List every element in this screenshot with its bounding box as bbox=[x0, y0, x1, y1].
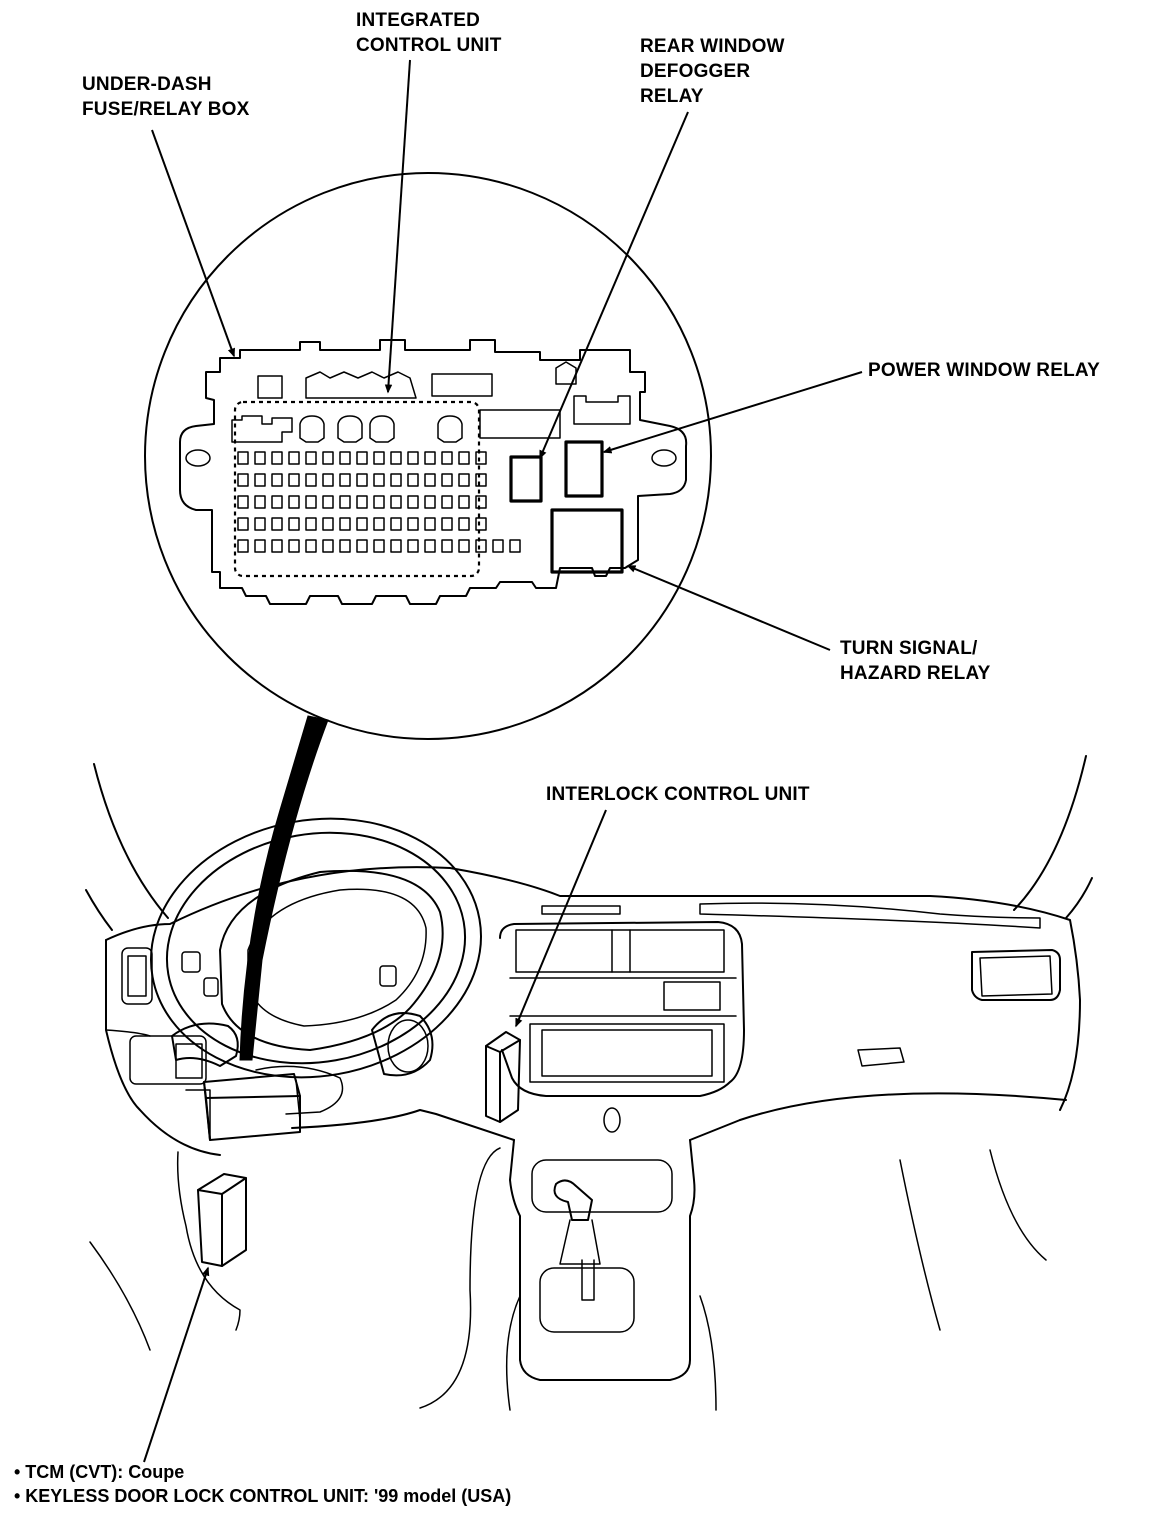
note-tcm: • TCM (CVT): Coupe bbox=[14, 1462, 185, 1482]
fuse-cell bbox=[424, 495, 436, 509]
fuse-cell bbox=[373, 495, 385, 509]
fuse-cell bbox=[237, 473, 249, 487]
fuse-cell bbox=[407, 451, 419, 465]
fuse-cell bbox=[237, 539, 249, 553]
fuse-cell bbox=[407, 539, 419, 553]
fuse-cell bbox=[254, 473, 266, 487]
fuse-cell bbox=[509, 539, 521, 553]
fuse-cell bbox=[305, 451, 317, 465]
fuse-cell bbox=[458, 517, 470, 531]
fuse-cell bbox=[237, 517, 249, 531]
fuse-box-housing bbox=[203, 1073, 301, 1141]
fuse-cell bbox=[254, 495, 266, 509]
fuse-cell bbox=[458, 495, 470, 509]
fuse-cell bbox=[339, 451, 351, 465]
fuse-cell bbox=[475, 539, 487, 553]
fuse-cell bbox=[237, 451, 249, 465]
rear-defogger-relay-shape bbox=[509, 455, 543, 503]
fuse-relay-box bbox=[179, 339, 688, 605]
fuse-cell bbox=[390, 495, 402, 509]
fuse-cell bbox=[271, 495, 283, 509]
fuse-cell bbox=[339, 517, 351, 531]
fuse-cell bbox=[373, 451, 385, 465]
tcm-keyless-box bbox=[197, 1173, 247, 1267]
fuse-cell bbox=[390, 473, 402, 487]
fuse-cell bbox=[424, 517, 436, 531]
fuse-cell bbox=[407, 517, 419, 531]
fuse-cell bbox=[271, 539, 283, 553]
fuse-cell bbox=[390, 451, 402, 465]
fuse-cell bbox=[305, 473, 317, 487]
integrated-control-unit-label: INTEGRATED CONTROL UNIT bbox=[356, 10, 502, 56]
turn-signal-hazard-relay-label: TURN SIGNAL/ HAZARD RELAY bbox=[840, 638, 991, 684]
interlock-control-unit-label: INTERLOCK CONTROL UNIT bbox=[546, 784, 810, 805]
fuse-cell bbox=[356, 539, 368, 553]
fuse-cell bbox=[288, 473, 300, 487]
turn-signal-relay-shape bbox=[550, 508, 624, 574]
fuse-cell bbox=[424, 539, 436, 553]
fuse-cell bbox=[322, 517, 334, 531]
fuse-cell bbox=[407, 495, 419, 509]
fuse-cell bbox=[322, 539, 334, 553]
fuse-cell bbox=[356, 517, 368, 531]
fuse-cell bbox=[458, 451, 470, 465]
fuse-cell bbox=[475, 451, 487, 465]
fuse-cell bbox=[254, 451, 266, 465]
fuse-cell bbox=[339, 539, 351, 553]
fuse-cell bbox=[339, 473, 351, 487]
fuse-cell bbox=[475, 517, 487, 531]
pointer-lines bbox=[143, 59, 863, 1463]
fuse-cell bbox=[271, 517, 283, 531]
fuse-cell bbox=[288, 451, 300, 465]
fuse-cell bbox=[424, 451, 436, 465]
integrated-control-unit-outline bbox=[233, 400, 481, 578]
fuse-cell bbox=[356, 473, 368, 487]
fuse-cell bbox=[390, 539, 402, 553]
rear-window-defogger-relay-label: REAR WINDOW DEFOGGER RELAY bbox=[640, 36, 785, 107]
fuse-cell bbox=[288, 495, 300, 509]
fuse-cell bbox=[441, 539, 453, 553]
fuse-cell bbox=[356, 495, 368, 509]
power-window-relay-label: POWER WINDOW RELAY bbox=[868, 360, 1100, 381]
fuse-cell bbox=[441, 473, 453, 487]
magnify-circle bbox=[144, 172, 712, 1061]
fuse-cell bbox=[475, 495, 487, 509]
fuse-cell bbox=[373, 473, 385, 487]
fuse-grid bbox=[237, 451, 521, 553]
fuse-cell bbox=[458, 539, 470, 553]
note-keyless: • KEYLESS DOOR LOCK CONTROL UNIT: '99 mo… bbox=[14, 1486, 512, 1506]
fuse-cell bbox=[288, 517, 300, 531]
fuse-cell bbox=[322, 495, 334, 509]
fuse-cell bbox=[390, 517, 402, 531]
fuse-cell bbox=[356, 451, 368, 465]
fuse-cell bbox=[373, 517, 385, 531]
fuse-cell bbox=[441, 517, 453, 531]
dashboard-drawing bbox=[85, 755, 1093, 1411]
fuse-cell bbox=[305, 495, 317, 509]
fuse-cell bbox=[339, 495, 351, 509]
fuse-cell bbox=[237, 495, 249, 509]
power-window-relay-shape bbox=[564, 440, 604, 498]
fuse-cell bbox=[305, 539, 317, 553]
fuse-cell bbox=[254, 539, 266, 553]
fuse-cell bbox=[271, 451, 283, 465]
fuse-cell bbox=[271, 473, 283, 487]
fuse-cell bbox=[322, 451, 334, 465]
fuse-cell bbox=[492, 539, 504, 553]
fuse-cell bbox=[322, 473, 334, 487]
fuse-cell bbox=[288, 539, 300, 553]
fuse-cell bbox=[407, 473, 419, 487]
fuse-cell bbox=[305, 517, 317, 531]
fuse-cell bbox=[441, 451, 453, 465]
fuse-cell bbox=[441, 495, 453, 509]
fuse-cell bbox=[254, 517, 266, 531]
interlock-control-unit-box bbox=[485, 1031, 521, 1123]
fuse-cell bbox=[458, 473, 470, 487]
fuse-cell bbox=[373, 539, 385, 553]
fuse-cell bbox=[424, 473, 436, 487]
fuse-cell bbox=[475, 473, 487, 487]
under-dash-fuse-relay-box-label: UNDER-DASH FUSE/RELAY BOX bbox=[82, 74, 250, 120]
